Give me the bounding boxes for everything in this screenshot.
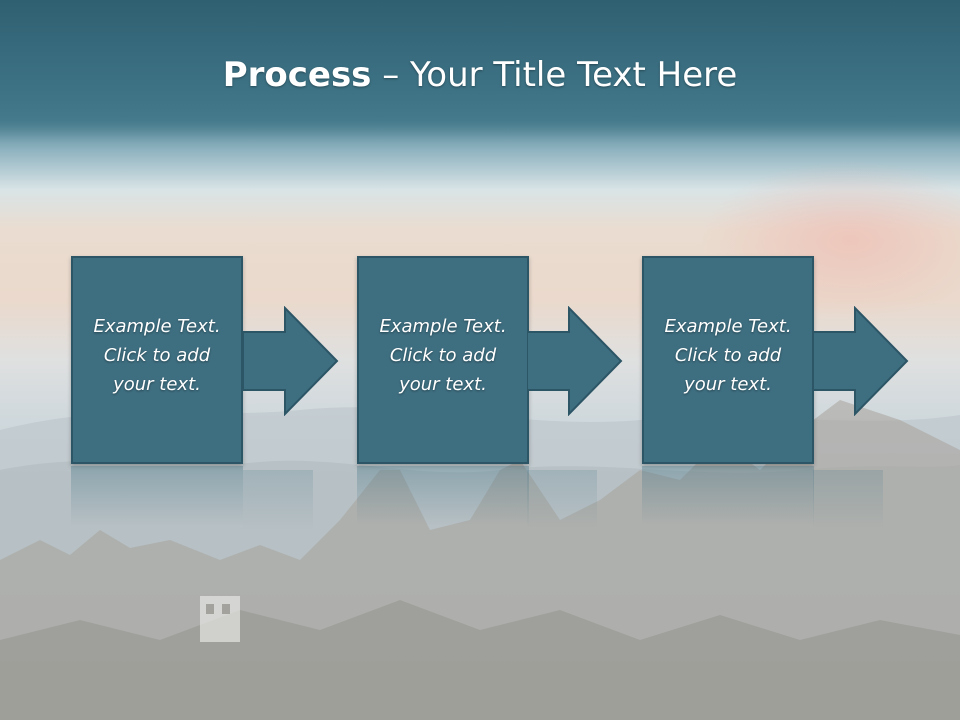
process-step-1[interactable]: Example Text. Click to add your text. bbox=[71, 256, 243, 464]
title-bold-part: Process bbox=[222, 55, 372, 95]
process-arrow-2-icon bbox=[527, 306, 623, 416]
process-step-3[interactable]: Example Text. Click to add your text. bbox=[642, 256, 814, 464]
step-2-text: Example Text. Click to add your text. bbox=[379, 316, 507, 395]
arrow-3-reflection bbox=[813, 470, 883, 530]
arrow-2-reflection bbox=[527, 470, 597, 530]
slide-title[interactable]: Process – Your Title Text Here bbox=[0, 52, 960, 98]
process-step-2[interactable]: Example Text. Click to add your text. bbox=[357, 256, 529, 464]
title-band bbox=[0, 0, 960, 140]
step-1-text: Example Text. Click to add your text. bbox=[93, 316, 221, 395]
process-arrow-3-icon bbox=[813, 306, 909, 416]
step-3-text: Example Text. Click to add your text. bbox=[664, 316, 792, 395]
step-2-reflection bbox=[357, 466, 529, 526]
process-arrow-1-icon bbox=[243, 306, 339, 416]
step-3-reflection bbox=[642, 466, 814, 526]
title-rest-part: – Your Title Text Here bbox=[371, 55, 738, 95]
arrow-1-reflection bbox=[243, 470, 313, 530]
step-1-reflection bbox=[71, 466, 243, 526]
